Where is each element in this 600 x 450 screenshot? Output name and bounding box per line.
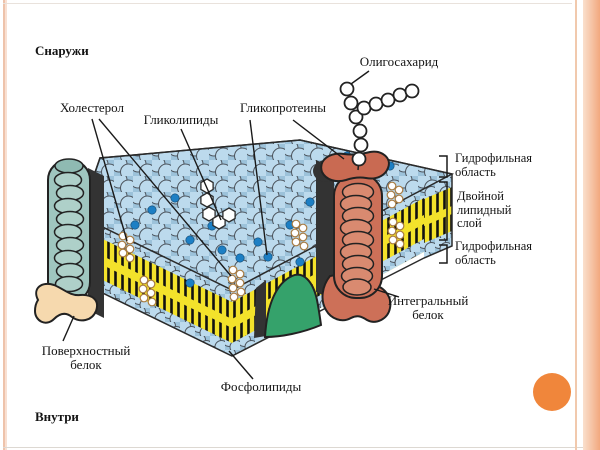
top-border-line: [3, 3, 572, 4]
surface-protein-blob: [33, 282, 98, 324]
label-line: слой: [457, 216, 482, 230]
label-inside: Внутри: [35, 409, 79, 424]
label-glycoproteins: Гликопротеины: [239, 100, 327, 115]
oligosaccharide-chain: [339, 81, 420, 171]
pointer-oligosaccharide: [350, 70, 370, 85]
membrane-right-end-face: [424, 174, 452, 258]
integral-protein-left: [47, 158, 91, 303]
bracket-hydrophilic-bottom: [439, 244, 448, 264]
label-line: белок: [412, 307, 444, 322]
pointer-glycoproteins-1: [249, 119, 268, 256]
right-border-line: [575, 0, 577, 450]
label-line: липидный: [457, 202, 512, 217]
integral-protein-right-cap: [320, 150, 390, 183]
label-cholesterol: Холестерол: [59, 100, 125, 115]
bracket-lipid-bilayer: [439, 181, 448, 241]
left-border-line-inner: [5, 0, 7, 450]
right-border-stripe: [583, 0, 600, 450]
left-border-line: [3, 0, 5, 450]
bottom-border-line: [3, 447, 597, 448]
label-phospholipids: Фосфолипиды: [220, 379, 302, 394]
pointer-cholesterol-2: [98, 118, 232, 277]
cholesterol-cluster: [138, 275, 157, 307]
pointer-integral-protein: [373, 288, 400, 298]
membrane-slab: [51, 139, 455, 357]
cholesterol-cluster: [117, 231, 135, 263]
label-surface-protein: Поверхностный белок: [42, 344, 131, 372]
pointer-phospholipids: [228, 350, 254, 380]
integral-protein-right: [320, 150, 392, 323]
label-line: Поверхностный: [41, 343, 131, 358]
label-outside: Снаружи: [35, 43, 89, 58]
label-line: область: [455, 164, 496, 179]
label-line: Гидрофильная: [455, 239, 533, 253]
cholesterol-cluster: [387, 217, 405, 249]
label-line: белок: [70, 357, 102, 372]
cholesterol-clusters: [117, 181, 405, 307]
label-glycolipids: Гликолипиды: [143, 112, 219, 127]
label-line: Гидрофильная: [455, 151, 533, 165]
label-line: Интегральный: [387, 293, 469, 308]
label-line: Двойной: [457, 189, 504, 203]
pointer-surface-protein: [62, 315, 75, 342]
pointer-cholesterol-1: [91, 118, 128, 242]
cholesterol-cluster: [227, 265, 246, 302]
label-oligosaccharide: Олигосахарид: [359, 54, 439, 69]
pointer-lines: [62, 70, 400, 380]
bracket-hydrophilic-top: [439, 155, 448, 178]
label-integral-protein: Интегральный белок: [388, 294, 469, 322]
label-lipid-bilayer: Двойной липидный слой: [457, 189, 512, 231]
label-line: область: [455, 252, 496, 267]
pointer-glycoproteins-2: [292, 119, 345, 160]
decorative-orange-circle: [533, 373, 571, 411]
cholesterol-cluster: [290, 219, 309, 251]
label-hydrophilic-top: Гидрофильная область: [455, 151, 533, 179]
wedge-protein: [263, 273, 323, 339]
layer-brackets: [439, 155, 448, 264]
cholesterol-cluster: [386, 181, 404, 209]
pointer-glycolipids: [180, 128, 222, 221]
label-hydrophilic-bottom: Гидрофильная область: [455, 239, 533, 267]
